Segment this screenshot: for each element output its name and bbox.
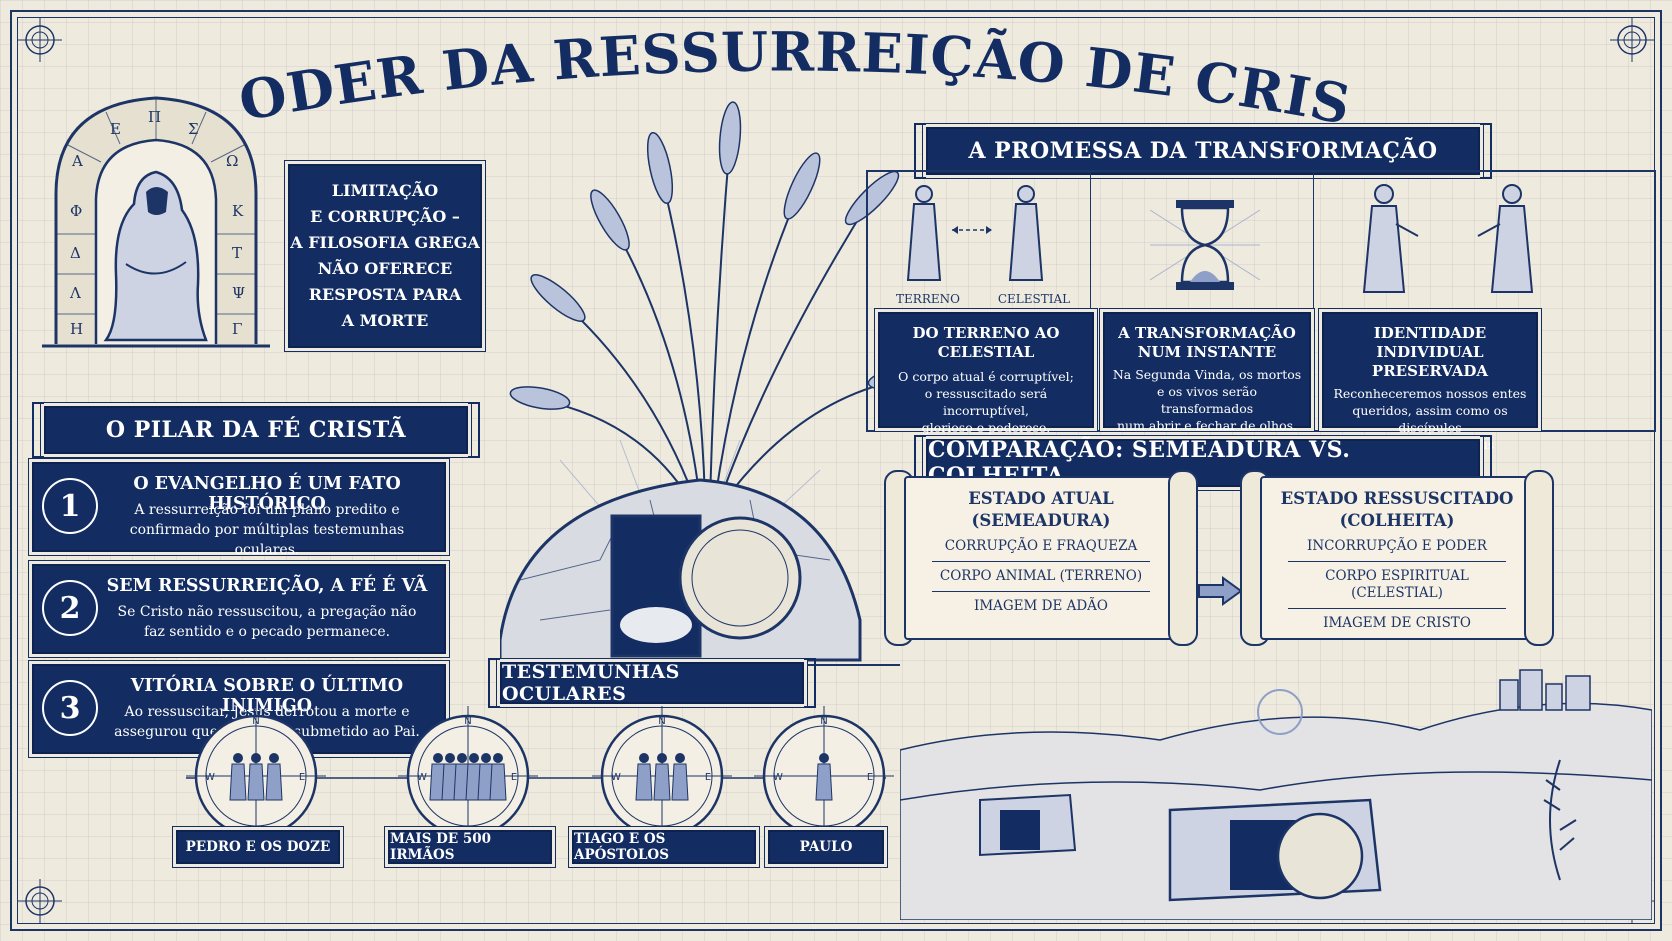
witness-label-tiago: TIAGO E OS APÓSTOLOS [572, 830, 756, 864]
witness-connector-line [186, 777, 886, 779]
scroll-row: CORPO ANIMAL (TERRENO) [932, 562, 1150, 592]
scroll-roll [1168, 470, 1198, 646]
arrow-right-icon [1198, 576, 1243, 606]
arch-letter: Π [148, 108, 161, 126]
pillar-item-1: 1 O EVANGELHO É UM FATO HISTÓRICO A ress… [32, 462, 446, 558]
arch-letter: Η [70, 320, 83, 338]
witness-label-500: MAIS DE 500 IRMÃOS [388, 830, 552, 864]
arch-letter: Ω [226, 152, 238, 170]
scroll-resurrected-state: ESTADO RESSUSCITADO(COLHEITA) INCORRUPÇÃ… [1260, 476, 1534, 640]
hourglass-icon [1150, 200, 1260, 290]
arch-letter: Λ [69, 284, 81, 302]
number-badge: 2 [42, 580, 98, 636]
card-title: DO TERRENO AO CELESTIAL [912, 324, 1060, 361]
witness-label-pedro: PEDRO E OS DOZE [176, 830, 340, 864]
pillar-item-title: SEM RESSURREIÇÃO, A FÉ É VÃ [106, 576, 428, 596]
arch-letter: Γ [232, 320, 242, 338]
pillar-item-title: O EVANGELHO É UM FATO HISTÓRICO [133, 474, 401, 514]
arch-letter: Τ [232, 244, 242, 262]
crosshair-ornament-icon [18, 18, 62, 62]
greek-arch-illustration: Α Ε Π Σ Ω Φ Κ Δ Τ Λ Ψ Η Γ [42, 96, 270, 348]
greek-box-line: NÃO OFERECE [317, 259, 453, 278]
card-text: O corpo atual é corruptível;o ressuscita… [898, 369, 1074, 435]
figure-label-terreno: TERRENO [896, 292, 960, 306]
witness-label-paulo: PAULO [768, 830, 884, 864]
number-badge: 3 [42, 680, 98, 736]
arch-letter: Κ [232, 202, 244, 220]
scroll-roll [1524, 470, 1554, 646]
scroll-row: IMAGEM DE ADÃO [973, 598, 1109, 614]
scroll-row: INCORRUPÇÃO E PODER [1288, 532, 1506, 562]
scroll-row: CORRUPÇÃO E FRAQUEZA [932, 532, 1150, 562]
compass-letter: N [658, 716, 665, 727]
arch-letter: Σ [188, 120, 199, 138]
promise-heading: A PROMESSA DA TRANSFORMAÇÃO [914, 123, 1492, 179]
wheat-and-tomb-illustration [500, 101, 920, 666]
panel-divider [1090, 170, 1091, 310]
greek-box-line: E CORRUPÇÃO – [310, 207, 460, 226]
promise-panel [866, 170, 1656, 432]
recognition-figures-illustration [1362, 184, 1534, 293]
pillar-item-text: Ao ressuscitar, Jesus derrotou a morte e… [114, 704, 420, 740]
arch-letter: Α [71, 152, 83, 170]
pillar-item-3: 3 VITÓRIA SOBRE O ÚLTIMO INIMIGO Ao ress… [32, 664, 446, 754]
number-badge: 1 [42, 478, 98, 534]
panel-divider [1313, 170, 1314, 310]
scroll-title: ESTADO RESSUSCITADO(COLHEITA) [1280, 489, 1514, 530]
landscape-illustration [900, 669, 1652, 920]
arch-letter: Ψ [232, 284, 245, 302]
crosshair-ornament-icon [18, 879, 62, 923]
scroll-current-state: ESTADO ATUAL(SEMEADURA) CORRUPÇÃO E FRAQ… [904, 476, 1178, 640]
transformation-card-1: DO TERRENO AO CELESTIAL O corpo atual é … [878, 312, 1094, 435]
pillar-item-title: VITÓRIA SOBRE O ÚLTIMO INIMIGO [130, 676, 404, 716]
pillar-heading: O PILAR DA FÉ CRISTÃ [32, 402, 480, 458]
arch-letter: Φ [70, 202, 82, 220]
witnesses-heading: TESTEMUNHAS OCULARES [488, 658, 816, 708]
greek-box-line: A FILOSOFIA GREGA [290, 233, 480, 252]
arch-letter: Δ [70, 244, 81, 262]
scroll-title: ESTADO ATUAL(SEMEADURA) [968, 489, 1114, 530]
compass-letter: N [464, 716, 471, 727]
compass-letter: N [820, 716, 827, 727]
page-title: O PODER DA RESSURREIÇÃO DE CRISTO [210, 28, 1355, 137]
greek-philosophy-box: LIMITAÇÃO E CORRUPÇÃO – A FILOSOFIA GREG… [288, 164, 482, 348]
two-figures-illustration [906, 185, 1044, 281]
greek-box-line: LIMITAÇÃO [331, 181, 439, 200]
crosshair-ornament-icon [1610, 18, 1654, 62]
greek-box-line: RESPOSTA PARA [308, 285, 462, 304]
greek-box-line: A MORTE [341, 311, 429, 330]
scroll-row: IMAGEM DE CRISTO [1323, 615, 1471, 631]
pillar-item-2: 2 SEM RESSURREIÇÃO, A FÉ É VÃ Se Cristo … [32, 564, 446, 654]
scroll-row: CORPO ESPIRITUAL (CELESTIAL) [1288, 562, 1506, 609]
arch-letter: Ε [110, 120, 121, 138]
pillar-item-text: Se Cristo não ressuscitou, a pregação nã… [117, 604, 417, 640]
figure-label-celestial: CELESTIAL [997, 292, 1071, 306]
